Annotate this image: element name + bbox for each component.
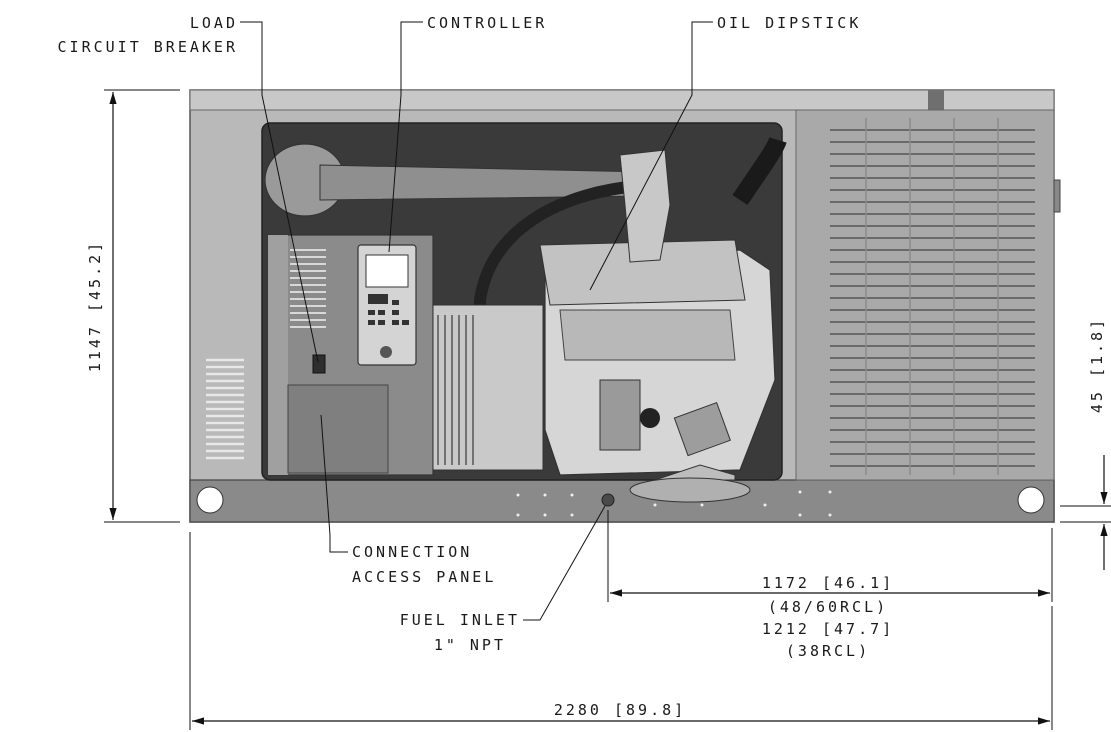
connection-access-panel [287, 384, 389, 474]
controller-label: CONTROLLER [427, 14, 547, 32]
inlet-offset-b-models: (38RCL) [786, 642, 870, 660]
left-louvers [206, 358, 244, 460]
inlet-offset-b-dim: 1212 [47.7] [762, 620, 894, 638]
lift-hole-right [1017, 486, 1045, 514]
alternator [432, 304, 544, 471]
overall-height-dim: 1147 [45.2] [86, 240, 104, 372]
base-rail [189, 479, 1055, 523]
circuit-breaker [312, 354, 326, 374]
inlet-offset-a-dim: 1172 [46.1] [762, 574, 894, 592]
dimension-lines [104, 89, 1111, 730]
load-label: LOAD [190, 14, 238, 32]
callout-leaders [240, 21, 713, 621]
fuel-inlet-label: FUEL INLET [400, 611, 520, 629]
inlet-height-dim: 45 [1.8] [1088, 317, 1106, 413]
overall-width-dim: 2280 [89.8] [554, 701, 686, 719]
connection-label: CONNECTION [352, 543, 472, 561]
access-panel-label: ACCESS PANEL [352, 568, 496, 586]
oil-dipstick-label: OIL DIPSTICK [717, 14, 861, 32]
lift-hole-left [196, 486, 224, 514]
circuit-breaker-label: CIRCUIT BREAKER [58, 38, 238, 56]
npt-label: 1" NPT [434, 636, 506, 654]
generator-enclosure [189, 89, 1061, 523]
fuel-inlet-port [601, 493, 615, 507]
inlet-offset-a-models: (48/60RCL) [768, 598, 888, 616]
radiator-louvers [830, 129, 1035, 467]
